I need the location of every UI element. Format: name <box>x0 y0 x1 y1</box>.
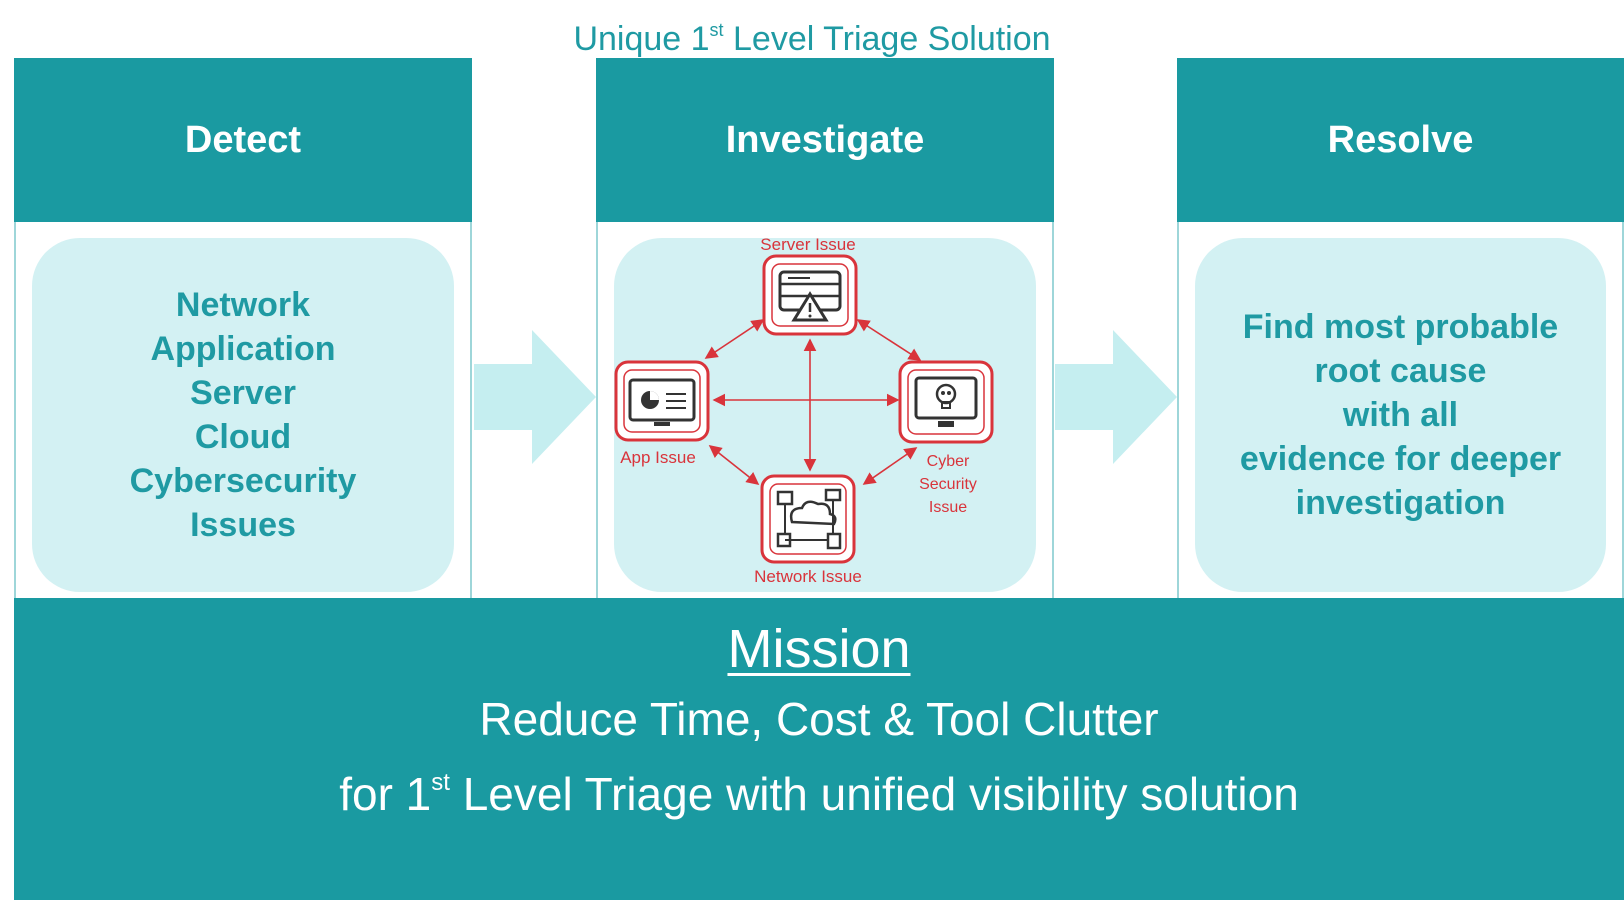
server-warning-icon <box>762 254 858 336</box>
investigate-header: Investigate <box>596 58 1054 222</box>
detect-header: Detect <box>14 58 472 222</box>
mission-title: Mission <box>727 619 911 679</box>
resolve-column: Resolve Find most probable root cause wi… <box>1177 58 1624 600</box>
edge-server-cyber <box>856 319 922 361</box>
resolve-text: Find most probable root cause with all e… <box>1195 305 1606 525</box>
edge-cyber-network <box>862 447 918 485</box>
mission-line2-sup: st <box>431 769 450 796</box>
detect-item: Cybersecurity <box>129 462 357 500</box>
detect-item: Application <box>150 330 336 368</box>
resolve-line: Find most probable <box>1242 308 1559 346</box>
investigate-body: Server Issue App Issue <box>596 222 1054 600</box>
edge-app-network <box>708 445 760 485</box>
resolve-line: root cause <box>1314 352 1487 390</box>
mission-statement-line1: Reduce Time, Cost & Tool Clutter <box>479 693 1159 745</box>
app-issue-label: App Issue <box>620 448 696 467</box>
edge-server-app <box>704 319 765 359</box>
detect-column: Detect Network Application Server Cloud … <box>14 58 472 600</box>
resolve-line: evidence for deeper <box>1239 440 1562 478</box>
detect-item: Cloud <box>194 418 292 456</box>
network-cloud-icon <box>760 474 856 564</box>
mission-banner: Mission Reduce Time, Cost & Tool Clutter… <box>14 598 1624 900</box>
mission-line2-suffix: Level Triage with unified visibility sol… <box>449 768 1299 820</box>
detect-item: Network <box>175 286 311 324</box>
resolve-body: Find most probable root cause with all e… <box>1177 222 1624 600</box>
server-issue-label: Server Issue <box>760 235 855 254</box>
network-issue-label: Network Issue <box>754 567 862 586</box>
issue-network-diagram: Server Issue App Issue <box>614 235 994 586</box>
arrow-right-icon <box>474 330 596 464</box>
resolve-header: Resolve <box>1177 58 1624 222</box>
cyber-issue-label-line1: Cyber <box>927 453 970 470</box>
title-prefix: Unique 1 <box>573 20 710 58</box>
resolve-line: investigation <box>1295 484 1506 522</box>
diagram-title: Unique 1st Level Triage Solution <box>0 8 1624 58</box>
mission-line2-prefix: for 1 <box>339 768 432 820</box>
mission-statement-line2: for 1st Level Triage with unified visibi… <box>14 754 1624 823</box>
title-suffix: Level Triage Solution <box>723 20 1051 58</box>
investigate-column: Investigate <box>596 58 1054 600</box>
cyber-issue-label-line2: Security <box>919 476 977 493</box>
detect-item: Issues <box>190 506 296 544</box>
resolve-panel: Find most probable root cause with all e… <box>1195 238 1606 592</box>
title-sup: st <box>709 20 724 40</box>
arrow-right-icon <box>1055 330 1177 464</box>
detect-item: Server <box>190 374 296 412</box>
app-dashboard-icon <box>614 360 710 442</box>
cyber-skull-monitor-icon <box>898 360 994 444</box>
detect-panel: Network Application Server Cloud Cyberse… <box>32 238 454 592</box>
cyber-issue-label-line3: Issue <box>929 499 967 516</box>
detect-body: Network Application Server Cloud Cyberse… <box>14 222 472 600</box>
resolve-line: with all <box>1342 396 1459 434</box>
detect-list: Network Application Server Cloud Cyberse… <box>32 283 454 547</box>
